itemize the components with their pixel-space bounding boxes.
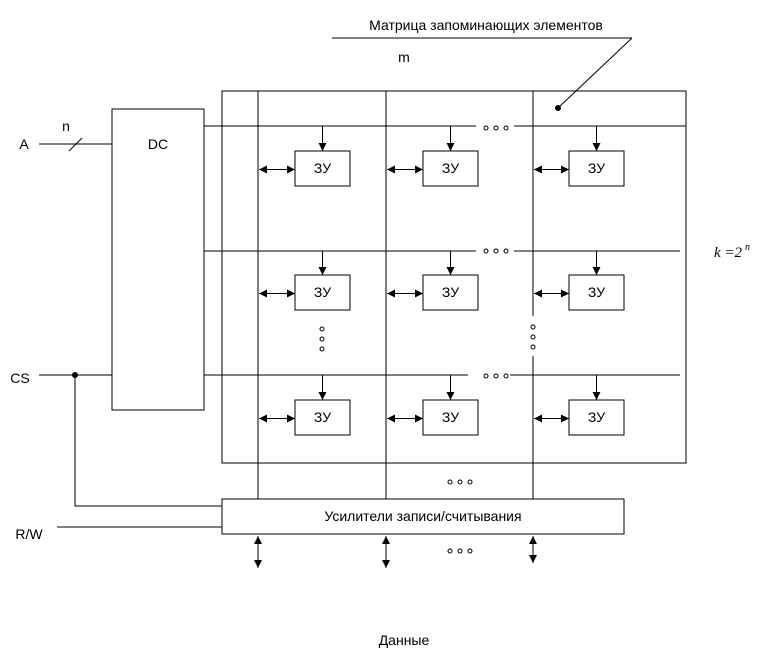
memory-cell-label: ЗУ <box>442 409 459 425</box>
column-ellipsis-1 <box>319 326 325 352</box>
memory-cells: ЗУ ЗУ ЗУ ЗУ ЗУ ЗУ ЗУ ЗУ ЗУ <box>259 126 625 436</box>
amplifiers-label: Усилители записи/считывания <box>324 508 521 524</box>
rows-count-exponent: n <box>745 242 750 253</box>
data-label: Данные <box>379 632 430 648</box>
cs-label: CS <box>10 370 29 386</box>
memory-cell-box <box>422 274 479 311</box>
row-ellipsis-2 <box>483 248 509 254</box>
memory-cell: ЗУ <box>387 375 479 436</box>
column-ellipsis-3 <box>530 324 536 350</box>
row-ellipsis-3 <box>483 373 509 379</box>
leader-dot <box>555 105 561 111</box>
memory-cell-box <box>422 399 479 436</box>
m-label: m <box>398 49 410 65</box>
memory-cell-label: ЗУ <box>442 160 459 176</box>
memory-cell: ЗУ <box>534 126 625 187</box>
memory-cell-label: ЗУ <box>314 409 331 425</box>
address-label-a: A <box>19 136 29 152</box>
memory-cell-box <box>422 150 479 187</box>
decoder-label: DC <box>148 136 168 152</box>
memory-cell: ЗУ <box>259 126 351 187</box>
memory-cell-box <box>294 399 351 436</box>
memory-cell-label: ЗУ <box>314 284 331 300</box>
memory-cell-label: ЗУ <box>588 409 605 425</box>
bottom-ellipsis <box>447 479 473 485</box>
memory-cell: ЗУ <box>259 375 351 436</box>
bus-width-label-n: n <box>62 118 70 134</box>
memory-cell: ЗУ <box>534 251 625 311</box>
memory-cell-box <box>294 150 351 187</box>
memory-cell-label: ЗУ <box>588 160 605 176</box>
memory-cell-box <box>568 274 625 311</box>
memory-cell: ЗУ <box>387 126 479 187</box>
memory-cell: ЗУ <box>534 375 625 436</box>
memory-cell-label: ЗУ <box>588 284 605 300</box>
matrix-frame <box>221 90 687 464</box>
memory-cell-box <box>294 274 351 311</box>
memory-cell-box <box>568 399 625 436</box>
amplifiers-block <box>221 498 625 535</box>
row-ellipsis-1 <box>483 125 509 131</box>
memory-cell-label: ЗУ <box>442 284 459 300</box>
bus-width-slash <box>68 137 83 152</box>
memory-cell: ЗУ <box>259 251 351 311</box>
matrix-title: Матрица запоминающих элементов <box>369 17 603 33</box>
title-leader-line <box>557 37 633 109</box>
cs-to-amplifier-line <box>74 375 222 507</box>
memory-cell-label: ЗУ <box>314 160 331 176</box>
memory-cell-box <box>568 150 625 187</box>
data-ellipsis <box>447 548 473 554</box>
rows-count-label: k =2 <box>714 245 743 261</box>
memory-cell: ЗУ <box>387 251 479 311</box>
decoder-block <box>111 108 205 411</box>
rw-label: R/W <box>15 526 43 542</box>
